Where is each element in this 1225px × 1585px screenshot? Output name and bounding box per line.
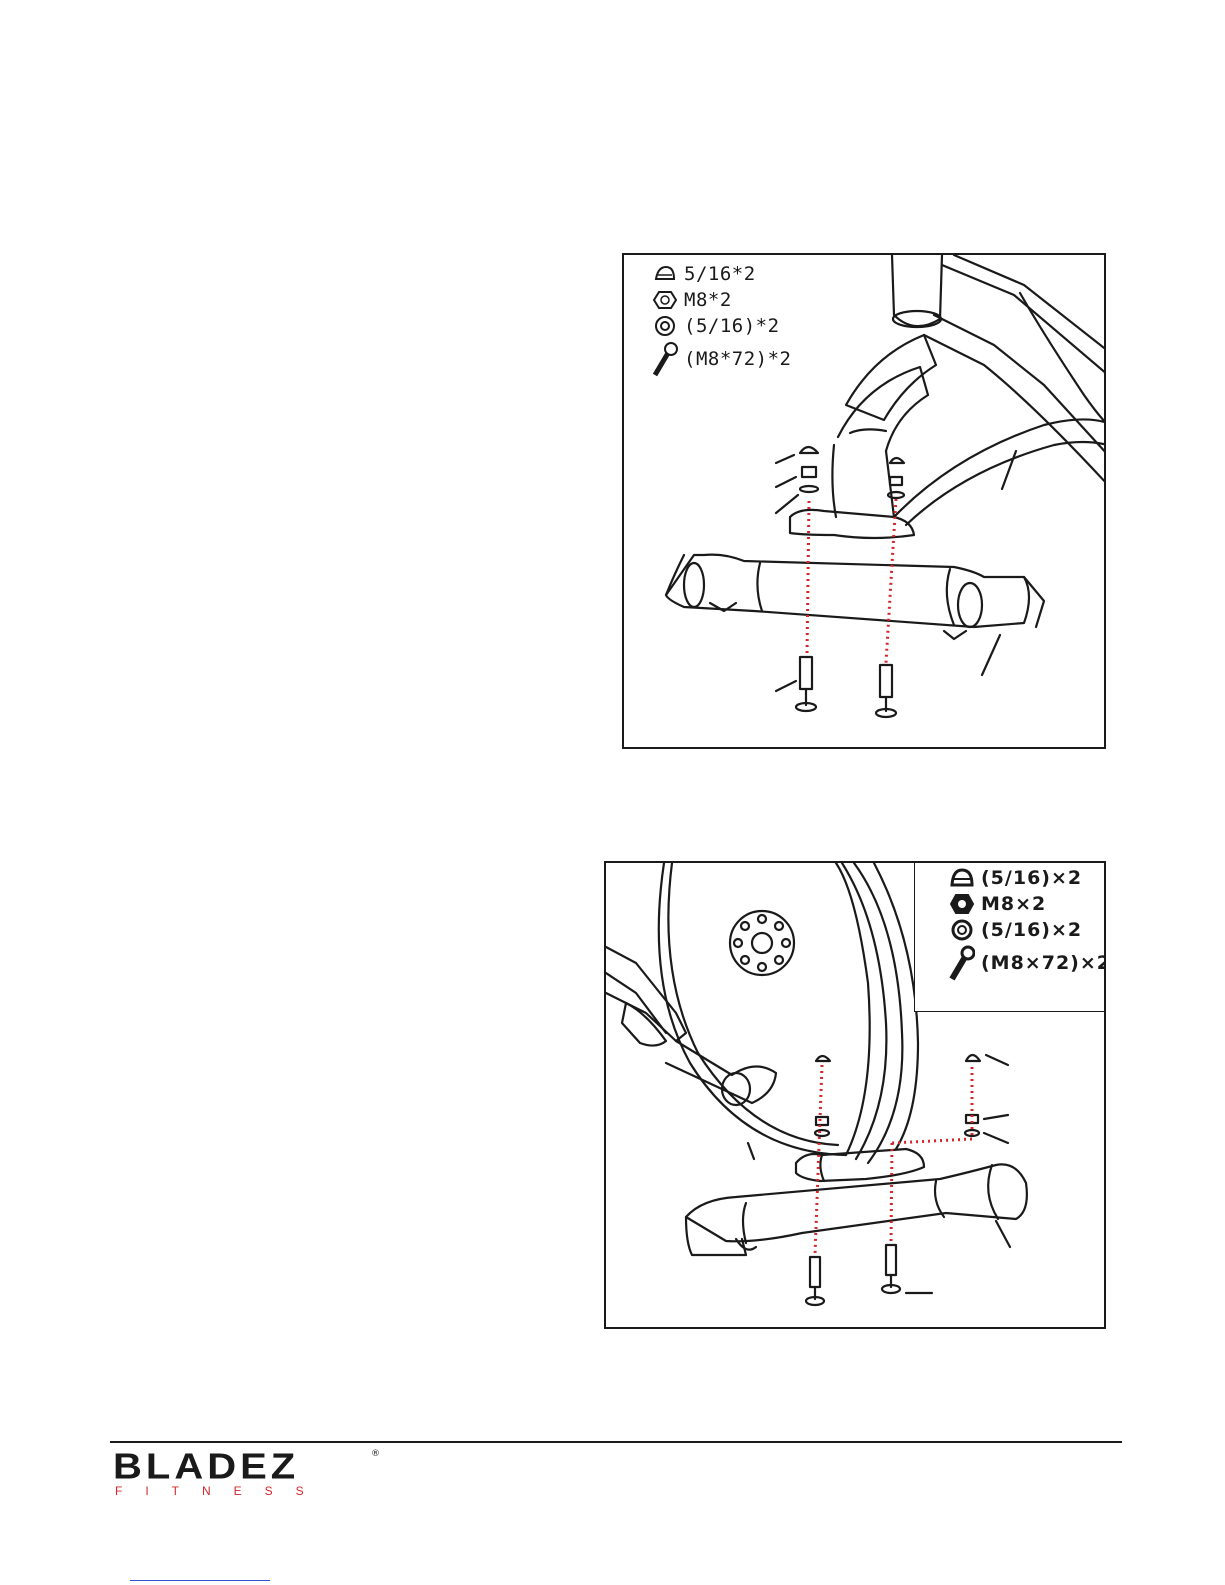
bottom-link-underline	[130, 1580, 270, 1581]
assembly-figure-rear-stabilizer: (5/16)×2 M8×2 (5/16)×2 (M8×72)×2	[604, 861, 1106, 1329]
legend-text: (M8*72)*2	[684, 348, 791, 370]
brand-subtitle: FITNESS	[115, 1484, 327, 1498]
legend-row: 5/16*2	[652, 261, 791, 287]
hardware-legend: 5/16*2 M8*2 (5/16)*2 (M8*72)*2	[652, 261, 791, 379]
brand-logo: BLADEZ ® FITNESS	[113, 1449, 383, 1495]
legend-row: M8×2	[949, 891, 1106, 917]
legend-row: (5/16)*2	[652, 313, 791, 339]
washer-icon	[652, 315, 678, 337]
legend-text: (5/16)×2	[981, 919, 1082, 941]
hardware-legend: (5/16)×2 M8×2 (5/16)×2 (M8×72)×2	[914, 861, 1106, 1012]
legend-text: M8*2	[684, 289, 732, 311]
footer-divider	[110, 1441, 1122, 1443]
bolt-icon	[652, 339, 678, 379]
hex-nut-icon	[652, 289, 678, 311]
legend-text: 5/16*2	[684, 263, 756, 285]
legend-text: (M8×72)×2	[981, 952, 1106, 974]
cap-nut-icon	[652, 263, 678, 285]
registered-mark: ®	[371, 1449, 380, 1459]
assembly-figure-front-stabilizer: 5/16*2 M8*2 (5/16)*2 (M8*72)*2	[622, 253, 1106, 749]
legend-row: (M8×72)×2	[949, 943, 1106, 983]
legend-row: M8*2	[652, 287, 791, 313]
cap-nut-icon	[949, 867, 975, 889]
legend-text: (5/16)*2	[684, 315, 780, 337]
legend-row: (5/16)×2	[949, 865, 1106, 891]
bolt-icon	[949, 943, 975, 983]
legend-text: M8×2	[981, 893, 1046, 915]
brand-name: BLADEZ	[113, 1449, 299, 1485]
hex-nut-icon	[949, 893, 975, 915]
legend-row: (5/16)×2	[949, 917, 1106, 943]
washer-icon	[949, 919, 975, 941]
legend-row: (M8*72)*2	[652, 339, 791, 379]
legend-text: (5/16)×2	[981, 867, 1082, 889]
